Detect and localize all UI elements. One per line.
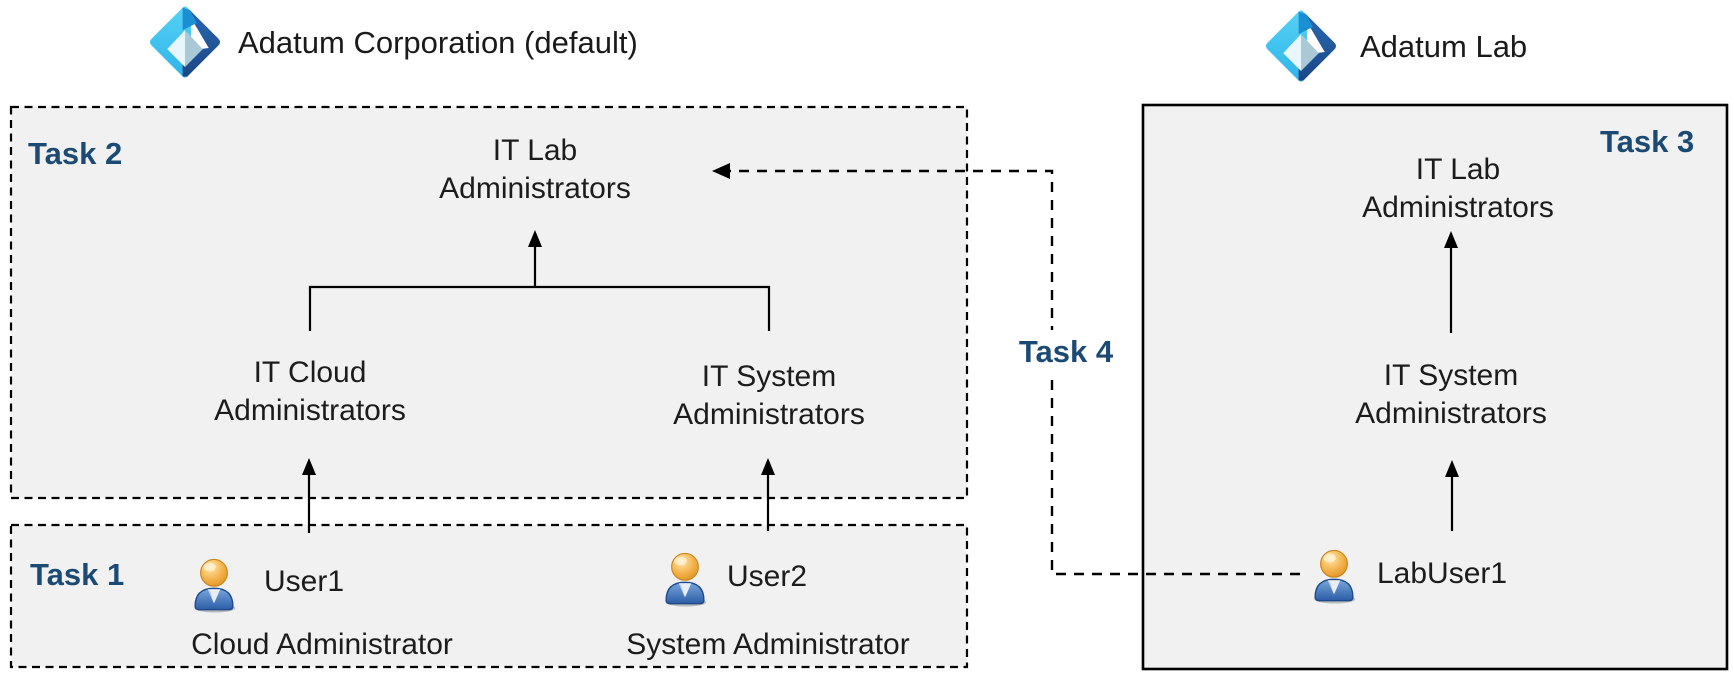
task2-label: Task 2 [28,136,123,171]
user1-role: Cloud Administrator [191,628,453,661]
group-it-lab-administrators-right: IT Lab Administrators [1362,153,1554,224]
user2-role: System Administrator [626,628,910,661]
group-it-lab-administrators-left: IT Lab Administrators [439,134,631,205]
labuser1-name: LabUser1 [1377,557,1508,590]
task1-label: Task 1 [30,557,125,592]
azure-ad-icon [1262,8,1340,84]
task3-label: Task 3 [1600,124,1695,159]
user1-person-icon [183,552,245,614]
tenant-title-right: Adatum Lab [1360,29,1528,64]
user2-person-icon [654,546,716,608]
user2-name: User2 [727,560,808,593]
labuser1-person-icon [1303,543,1365,605]
group-it-system-administrators-left: IT System Administrators [673,360,865,431]
user1-name: User1 [264,565,345,598]
group-it-cloud-administrators: IT Cloud Administrators [214,356,406,427]
task4-label: Task 4 [1008,330,1124,374]
tenant-title-left: Adatum Corporation (default) [238,25,638,60]
group-it-system-administrators-right: IT System Administrators [1355,359,1547,430]
azure-ad-icon [146,4,224,80]
